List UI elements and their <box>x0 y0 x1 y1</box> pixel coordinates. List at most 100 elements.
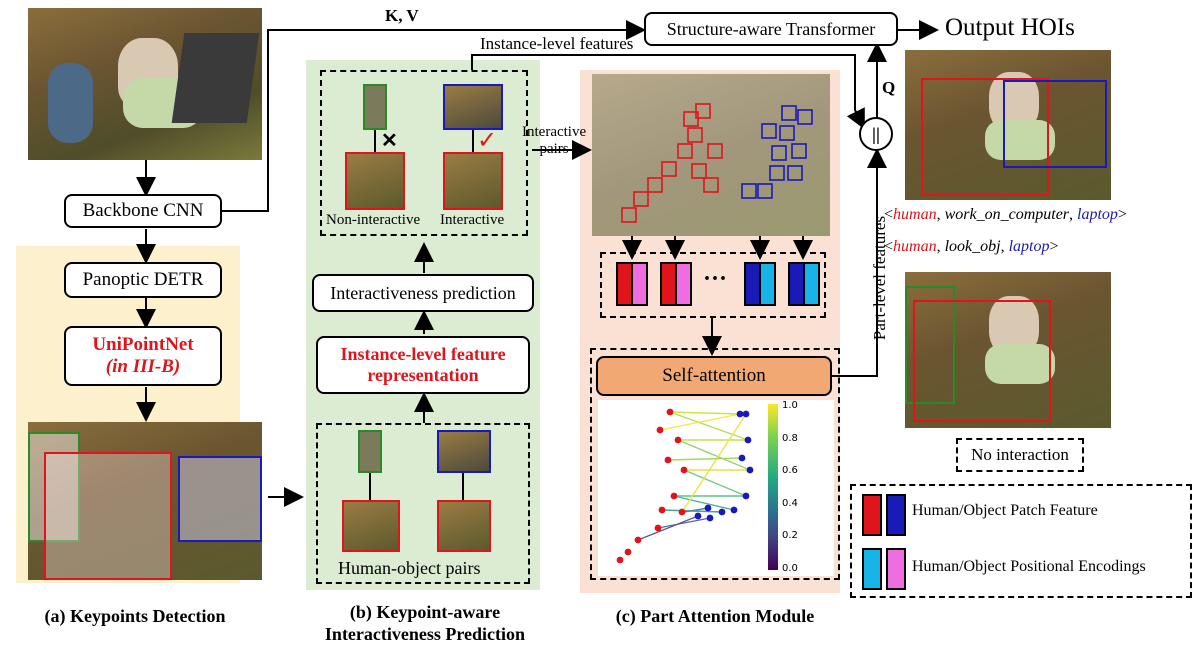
hoi-triplet-2: <human, look_obj, laptop> <box>884 238 1059 256</box>
legend-human-patch-swatch <box>862 494 882 536</box>
self-attention-frame <box>590 348 840 580</box>
interactive-object-crop <box>443 84 503 130</box>
human-object-pairs-frame <box>316 423 530 584</box>
panoptic-detr-box: Panoptic DETR <box>64 262 222 298</box>
human-patch-feature-1 <box>618 264 631 304</box>
attention-map-svg <box>616 408 754 564</box>
output-image-2 <box>905 272 1111 428</box>
caption-b-line1: (b) Keypoint-aware <box>349 602 501 622</box>
structure-aware-transformer-box: Structure-aware Transformer <box>644 12 898 46</box>
pair1-object-crop <box>358 430 382 473</box>
backbone-cnn-box: Backbone CNN <box>64 194 222 228</box>
hoi2-subject: human <box>893 238 937 255</box>
hoi1-sep2: , <box>1069 206 1078 223</box>
instance-repr-line1: Instance-level feature <box>340 344 506 365</box>
no-interaction-label: No interaction <box>971 445 1069 464</box>
self-attention-box: Self-attention <box>596 356 832 396</box>
hoi1-object: laptop <box>1077 206 1118 223</box>
legend-positional-label: Human/Object Positional Encodings <box>912 558 1146 575</box>
legend-frame <box>850 484 1192 598</box>
pair2-human-crop <box>437 500 491 552</box>
cross-mark: ✕ <box>381 130 398 152</box>
colorbar-tick: 0.8 <box>782 432 798 444</box>
colorbar-tick: 1.0 <box>782 400 798 411</box>
q-label: Q <box>882 78 896 97</box>
arrow-part-features <box>832 148 887 377</box>
human-token-1 <box>616 262 648 306</box>
caption-c: (c) Part Attention Module <box>615 606 815 626</box>
hoi2-close: > <box>1049 238 1059 255</box>
legend-object-positional-swatch <box>886 548 906 590</box>
colorbar-tick: 0.0 <box>782 562 798 574</box>
hoi2-sep1: , <box>936 238 945 255</box>
object-positional-encoding-2 <box>803 264 818 304</box>
hoi-triplet-1: <human, work_on_computer, laptop> <box>884 206 1127 224</box>
caption-b: (b) Keypoint-aware Interactiveness Predi… <box>290 602 560 645</box>
instance-level-feature-representation-box: Instance-level feature representation <box>316 336 530 394</box>
input-image <box>28 8 262 160</box>
patch-tokens-frame <box>600 252 826 318</box>
output-image-1 <box>905 50 1111 200</box>
no-interaction-box: No interaction <box>956 438 1084 472</box>
part-level-features-label: Part-level features <box>870 215 890 341</box>
legend-object-patch-swatch <box>886 494 906 536</box>
kv-label: K, V <box>385 6 419 25</box>
interactive-label: Interactive <box>440 212 505 228</box>
human-positional-encoding-2 <box>675 264 690 304</box>
caption-b-line2: Interactiveness Prediction <box>324 623 526 644</box>
hoi1-subject: human <box>893 206 937 223</box>
hoi1-verb: work_on_computer <box>944 206 1070 223</box>
interactive-pairs-label: Interactive pairs <box>522 124 586 159</box>
patch-grid-image <box>592 74 830 236</box>
colorbar-tick: 0.6 <box>782 465 798 477</box>
patch-grid-overlay <box>621 103 813 223</box>
attention-colorbar <box>768 404 778 570</box>
interactiveness-result-frame <box>320 70 528 236</box>
unipointnet-title: UniPointNet <box>92 334 194 356</box>
legend-patch-feature-label: Human/Object Patch Feature <box>912 502 1098 519</box>
non-interactive-label: Non-interactive <box>326 212 421 228</box>
interactive-pairs-line1: Interactive <box>522 124 587 140</box>
check-mark: ✓ <box>477 128 498 154</box>
pair1-human-crop <box>342 500 400 552</box>
token-ellipsis: ··· <box>703 266 728 292</box>
instance-repr-line2: representation <box>367 365 479 385</box>
human-token-2 <box>660 262 692 306</box>
concat-operator: || <box>859 117 893 151</box>
pair2-object-crop <box>437 430 491 473</box>
interactive-human-crop <box>443 152 503 210</box>
interactiveness-prediction-box: Interactiveness prediction <box>312 274 534 312</box>
interactive-pairs-line2: pairs <box>539 141 569 158</box>
hoi2-open: < <box>884 238 894 255</box>
legend-human-positional-swatch <box>862 548 882 590</box>
human-patch-feature-2 <box>662 264 675 304</box>
hoi2-verb: look_obj <box>944 238 1001 255</box>
non-interactive-human-crop <box>345 152 405 210</box>
hoi2-object: laptop <box>1008 238 1050 255</box>
output-hois-title: Output HOIs <box>945 14 1075 41</box>
arrow-instance-features <box>471 54 865 130</box>
object-positional-encoding-1 <box>759 264 774 304</box>
hoi1-open: < <box>884 206 894 223</box>
human-positional-encoding-1 <box>631 264 646 304</box>
hoi2-sep2: , <box>1000 238 1009 255</box>
concat-symbol: || <box>872 123 880 144</box>
unipointnet-ref: (in III-B) <box>105 356 181 377</box>
object-patch-feature-2 <box>790 264 803 304</box>
object-token-2 <box>788 262 820 306</box>
colorbar-tick: 0.4 <box>782 497 798 509</box>
colorbar-tick-labels: 1.0 0.8 0.6 0.4 0.2 0.0 <box>782 400 798 574</box>
unipointnet-box: UniPointNet (in III-B) <box>64 326 222 386</box>
object-patch-feature-1 <box>746 264 759 304</box>
hoi1-sep1: , <box>936 206 945 223</box>
keypoints-image <box>28 422 262 580</box>
instance-level-features-label: Instance-level features <box>480 34 634 53</box>
non-interactive-object-crop <box>363 84 387 130</box>
caption-a: (a) Keypoints Detection <box>44 606 226 626</box>
arrow-kv <box>221 20 646 212</box>
hoi1-close: > <box>1117 206 1127 223</box>
object-token-1 <box>744 262 776 306</box>
human-object-pairs-label: Human-object pairs <box>338 558 481 578</box>
colorbar-tick: 0.2 <box>782 530 798 542</box>
attention-map-plot: 1.0 0.8 0.6 0.4 0.2 0.0 <box>598 400 834 576</box>
